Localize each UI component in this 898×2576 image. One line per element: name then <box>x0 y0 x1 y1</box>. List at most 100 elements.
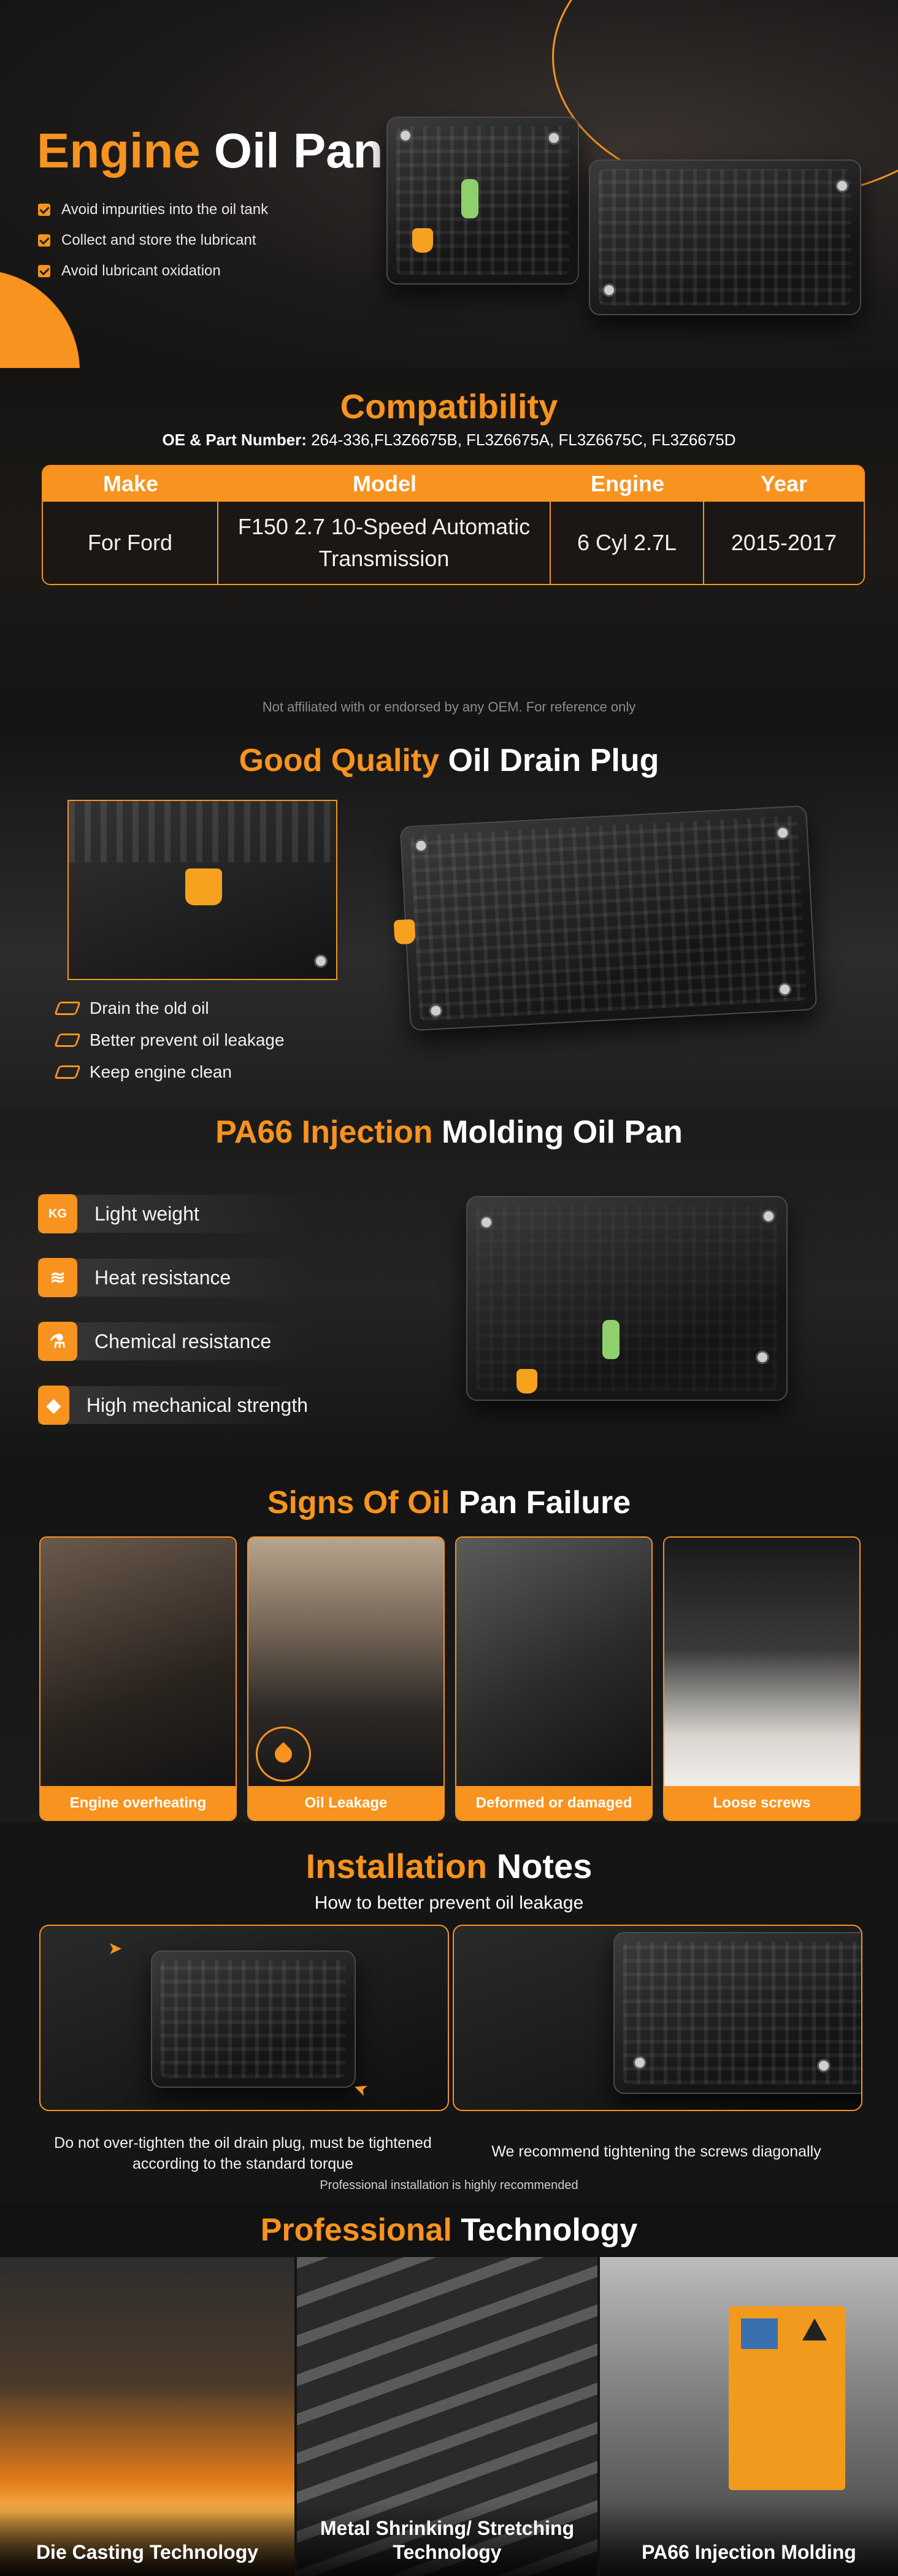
pan-texture <box>161 1960 346 2078</box>
drain-plug-section: Good Quality Oil Drain Plug Drain the ol… <box>0 724 898 1110</box>
feature-item: Drain the old oil <box>53 999 285 1018</box>
metal-stretching-image: Metal Shrinking/ Stretching Technology <box>297 2257 597 2576</box>
card-caption: Deformed or damaged <box>456 1786 651 1820</box>
bolt-icon <box>399 129 412 142</box>
pan-texture <box>410 815 807 1021</box>
header-year: Year <box>760 471 808 496</box>
benefit-item: Avoid impurities into the oil tank <box>38 201 268 218</box>
feature-text: High mechanical strength <box>86 1393 308 1416</box>
oil-pan-image <box>613 1932 861 2094</box>
bolt-icon <box>762 1209 775 1223</box>
drain-plug-icon <box>393 919 416 945</box>
dipstick-icon <box>602 1320 620 1359</box>
technology-caption: Die Casting Technology <box>0 2502 294 2576</box>
hex-bullet-icon <box>53 1065 82 1079</box>
weight-icon: KG <box>38 1194 77 1233</box>
oil-leakage-photo <box>248 1538 443 1786</box>
title-rest: Molding Oil Pan <box>442 1114 683 1150</box>
installation-section: Installation Notes How to better prevent… <box>0 1822 898 2202</box>
note-right: We recommend tightening the screws diago… <box>491 2143 821 2160</box>
note-left: Do not over-tighten the oil drain plug, … <box>54 2134 432 2172</box>
bolt-icon <box>547 131 561 145</box>
compatibility-title: Compatibility <box>340 387 558 426</box>
oil-pan-image-front <box>386 117 579 285</box>
diamond-icon: ◆ <box>38 1386 69 1425</box>
hero-benefits-list: Avoid impurities into the oil tank Colle… <box>38 201 268 293</box>
feature-text: Light weight <box>94 1202 199 1225</box>
benefit-item: Collect and store the lubricant <box>38 232 268 249</box>
benefit-text: Collect and store the lubricant <box>61 232 256 248</box>
feature-light-weight: KG Light weight <box>38 1194 308 1233</box>
title-rest: Notes <box>496 1847 593 1885</box>
checkbox-icon <box>38 265 50 277</box>
feature-text: Drain the old oil <box>90 999 209 1018</box>
benefit-text: Avoid lubricant oxidation <box>61 263 221 279</box>
compatibility-section: Compatibility OE & Part Number: 264-336,… <box>0 368 898 724</box>
pan-texture <box>69 801 336 862</box>
card-caption: Engine overheating <box>40 1786 236 1820</box>
technology-caption: Metal Shrinking/ Stretching Technology <box>297 2502 597 2576</box>
bolt-icon <box>314 954 328 968</box>
table-header: Make Model Engine Year <box>43 466 864 502</box>
bolt-icon <box>817 2059 831 2072</box>
bolt-icon <box>633 2056 647 2069</box>
cell-year: 2015-2017 <box>731 529 837 555</box>
title-accent: Signs Of Oil <box>267 1485 450 1520</box>
feature-text: Heat resistance <box>94 1266 231 1289</box>
feature-item: Better prevent oil leakage <box>53 1030 285 1050</box>
cell-model: F150 2.7 10-Speed Automatic Transmission <box>218 502 551 584</box>
checkbox-icon <box>38 204 50 216</box>
technology-caption: PA66 Injection Molding <box>600 2502 898 2576</box>
feature-heat-resistance: ≋ Heat resistance <box>38 1258 308 1297</box>
pan-texture <box>476 1206 778 1391</box>
oe-part-numbers: OE & Part Number: 264-336,FL3Z6675B, FL3… <box>0 431 898 450</box>
pan-texture <box>599 169 851 305</box>
cell-engine: 6 Cyl 2.7L <box>551 502 704 584</box>
sign-card-deformed: Deformed or damaged <box>455 1536 653 1821</box>
sign-card-oil-leakage: Oil Leakage <box>247 1536 445 1821</box>
die-casting-image: Die Casting Technology <box>0 2257 294 2576</box>
technology-section: Professional Technology Die Casting Tech… <box>0 2202 898 2576</box>
machine-screen <box>741 2318 778 2349</box>
cell-make: For Ford <box>43 502 218 584</box>
dipstick-icon <box>461 179 478 218</box>
bolt-icon <box>480 1216 493 1229</box>
injection-machine <box>729 2306 845 2490</box>
oil-pan-image-bottom <box>393 805 818 1032</box>
title-accent: Professional <box>260 2212 452 2248</box>
installation-title: Installation Notes <box>0 1846 898 1886</box>
oil-pan-image-top <box>466 1196 788 1401</box>
card-caption: Loose screws <box>664 1786 859 1820</box>
feature-text: Keep engine clean <box>90 1062 232 1081</box>
title-rest: Oil Pan <box>213 123 383 178</box>
heat-icon: ≋ <box>38 1258 77 1297</box>
compatibility-table: Make Model Engine Year For Ford F150 2.7… <box>42 465 865 585</box>
header-model: Model <box>353 471 416 496</box>
oe-values: 264-336,FL3Z6675B, FL3Z6675A, FL3Z6675C,… <box>311 431 736 449</box>
signs-title: Signs Of Oil Pan Failure <box>0 1484 898 1521</box>
title-accent: Installation <box>305 1847 488 1885</box>
benefit-text: Avoid impurities into the oil tank <box>61 201 269 218</box>
chemical-icon: ⚗ <box>38 1322 77 1361</box>
title-rest: Oil Drain Plug <box>448 743 659 778</box>
card-caption: Oil Leakage <box>248 1786 443 1820</box>
oil-drop-icon <box>256 1727 311 1782</box>
warning-icon <box>802 2318 827 2340</box>
engine-overheating-photo <box>40 1538 236 1786</box>
installation-subtitle: How to better prevent oil leakage <box>314 1893 584 1913</box>
page-title: Engine Oil Pan <box>37 123 383 179</box>
pa66-title: PA66 Injection Molding Oil Pan <box>0 1114 898 1151</box>
header-engine: Engine <box>590 471 664 496</box>
oil-pan-image <box>151 1950 356 2088</box>
drain-plug-closeup-image <box>67 800 337 980</box>
title-rest: Technology <box>461 2212 638 2248</box>
drain-plug-icon <box>516 1369 537 1393</box>
installation-footer: Professional installation is highly reco… <box>320 2179 578 2192</box>
checkbox-icon <box>38 234 50 247</box>
oil-pan-image-back <box>589 159 861 315</box>
title-accent: PA66 Injection <box>215 1114 433 1150</box>
drain-plug-icon <box>412 228 433 253</box>
pa66-section: PA66 Injection Molding Oil Pan KG Light … <box>0 1110 898 1472</box>
table-row: For Ford F150 2.7 10-Speed Automatic Tra… <box>43 502 864 584</box>
header-make: Make <box>102 471 159 496</box>
